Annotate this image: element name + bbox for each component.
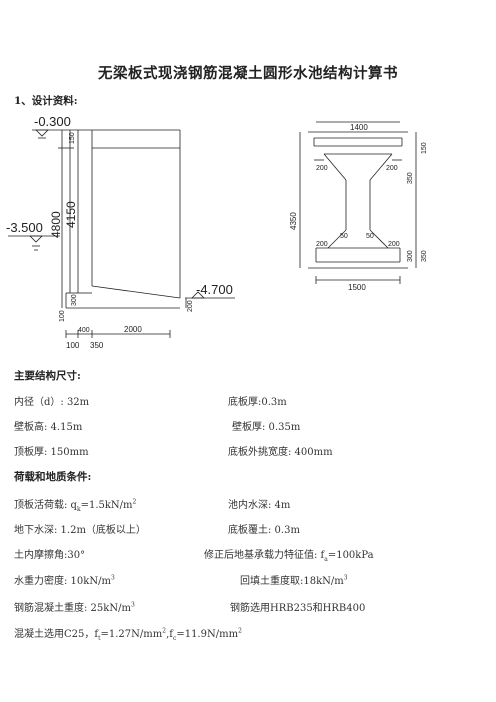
water-depth: 池内水深: 4m: [228, 500, 291, 511]
top-slab-thickness: 顶板厚: 150mm: [14, 447, 89, 458]
dim-200-d: 200: [388, 241, 400, 248]
concrete-density: 钢筋混凝土重度: 25kN/m3: [14, 601, 135, 614]
water-density: 水重力密度: 10kN/m3: [14, 574, 115, 587]
concrete-grade: 混凝土选用C25，ft=1.27N/mm2,fc=11.9N/mm2: [14, 627, 242, 642]
dim-100: 100: [59, 310, 66, 322]
backfill-density: 回填土重度取:18kN/m3: [240, 574, 348, 587]
dim-1400: 1400: [350, 123, 368, 132]
dim-50-b: 50: [366, 233, 374, 240]
dim-350-rb: 350: [421, 250, 428, 262]
section-main-dims: 主要结构尺寸:: [14, 370, 81, 382]
dim-200-b: 200: [386, 165, 398, 172]
dim-1500: 1500: [348, 283, 366, 292]
bearing-capacity: 修正后地基承载力特征值: fa=100kPa: [204, 550, 374, 563]
dim-400: 400: [78, 327, 90, 334]
section-loads: 荷载和地质条件:: [14, 471, 92, 483]
dim-350: 350: [90, 341, 104, 350]
dim-4800: 4800: [49, 211, 63, 238]
bottom-slab-thickness: 底板厚:0.3m: [228, 397, 287, 408]
dim-300: 300: [71, 294, 78, 306]
soil-cover: 底板覆土: 0.3m: [228, 525, 300, 536]
groundwater-depth: 地下水深: 1.2m（底板以上）: [14, 525, 146, 536]
dim-4150: 4150: [64, 201, 78, 228]
friction-angle: 土内摩擦角:30°: [14, 550, 86, 561]
elev-top-label: -0.300: [34, 114, 71, 129]
dim-50-a: 50: [340, 233, 348, 240]
wall-section-drawing: -0.300 -3.500 -4.700 150 4150 4800 300 1…: [6, 114, 235, 350]
dim-2000: 2000: [124, 325, 142, 334]
dim-100b: 100: [66, 341, 80, 350]
wall-thickness: 壁板厚: 0.35m: [232, 422, 301, 433]
rebar-selection: 钢筋选用HRB235和HRB400: [230, 603, 366, 614]
roof-live-load: 顶板活荷载: qk=1.5kN/m2: [14, 498, 137, 513]
elev-bot-label: -4.700: [196, 282, 233, 297]
dim-150-r: 150: [421, 142, 428, 154]
wall-height: 壁板高: 4.15m: [14, 422, 83, 433]
elev-mid-label: -3.500: [6, 220, 43, 235]
dim-4350: 4350: [289, 212, 298, 230]
dim-200: 200: [187, 300, 194, 312]
dim-300-r: 300: [407, 250, 414, 262]
section-design-data: 1、设计资料:: [14, 95, 78, 107]
slab-overhang: 底板外挑宽度: 400mm: [228, 447, 333, 458]
page-title: 无梁板式现浇钢筋混凝土圆形水池结构计算书: [98, 65, 398, 82]
dim-200-a: 200: [316, 165, 328, 172]
column-section-drawing: 1400 150 200 200 350 4350 50 50 200 200 …: [289, 121, 428, 292]
dim-200-c: 200: [316, 241, 328, 248]
dim-150: 150: [69, 132, 76, 144]
dim-350-r: 350: [407, 172, 414, 184]
inner-diameter: 内径（d）: 32m: [14, 397, 90, 408]
